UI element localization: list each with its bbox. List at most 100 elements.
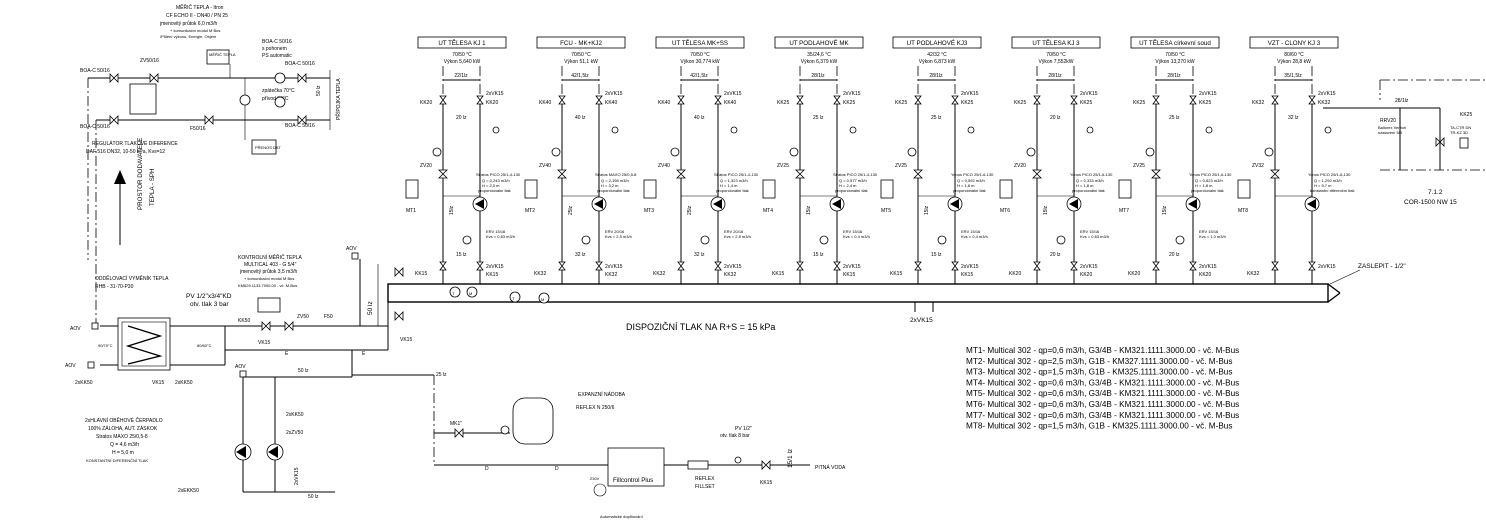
- zone-valve-icon: [1270, 169, 1280, 179]
- ball-valve-icon: [595, 261, 603, 271]
- zone-pump-h: H = 1,8 m: [1195, 183, 1213, 188]
- svg-text:+ komunikační modul M Bus: + komunikační modul M Bus: [244, 276, 294, 281]
- zone-pump: Yonos PICO 25/1-6-130: [1308, 172, 1351, 177]
- svg-text:PV 1/2"x3/4"KD: PV 1/2"x3/4"KD: [186, 293, 232, 300]
- zone-bottom-kk-left: KK15: [772, 271, 784, 277]
- meter-spec-line: MT3- Multical 302 - qp=1,5 m3/h, G1B - K…: [966, 368, 1232, 377]
- meter-spec-line: MT2- Multical 302 - qp=2,5 m3/h, G1B - K…: [966, 357, 1232, 366]
- zone-valve-label: ZV40: [539, 163, 551, 169]
- zone-erv-kvs: Kvs = 0,63 m3/h: [1080, 234, 1109, 239]
- erv-icon: [1056, 235, 1066, 245]
- svg-text:2xKK50: 2xKK50: [175, 380, 193, 386]
- erv-icon: [700, 235, 710, 245]
- zone-kk-right: KK25: [961, 100, 973, 106]
- zone-bottom-riser: 32 lz: [575, 252, 586, 258]
- zone-kk-right: KK40: [724, 100, 736, 106]
- zone-pump-note: proporcionální tlak: [835, 188, 868, 193]
- svg-text:50 lz: 50 lz: [316, 85, 322, 96]
- heat-meter-box: [405, 179, 419, 199]
- zone-valve-label: ZV25: [777, 163, 789, 169]
- zone-kk-right: KK32: [1318, 100, 1330, 106]
- ball-valve-icon: [796, 95, 804, 105]
- thermometer-icon: [611, 126, 619, 134]
- zone-temp: 80/60 °C: [1284, 52, 1304, 58]
- svg-text:PV 1/2": PV 1/2": [735, 426, 752, 432]
- ball-valve-icon: [1189, 261, 1197, 271]
- heat-meter-box: [880, 179, 894, 199]
- ball-valve-icon: [677, 95, 685, 105]
- svg-text:TA-CTR DN: TA-CTR DN: [1450, 125, 1471, 130]
- zone-pump: Yonos PICO 25/1-6-130: [1189, 172, 1232, 177]
- svg-text:přívod 80°C: přívod 80°C: [262, 96, 289, 102]
- svg-text:Automatické doplňování: Automatické doplňování: [600, 514, 644, 519]
- ball-valve-icon: [677, 261, 685, 271]
- svg-text:BOA-C 50/16: BOA-C 50/16: [262, 39, 292, 45]
- ball-valve-icon: [951, 261, 959, 271]
- ball-valve-icon: [1152, 95, 1160, 105]
- zone-temp: 42/32 °C: [927, 52, 947, 58]
- zone-power: Výkon 28,8 kW: [1277, 59, 1311, 65]
- zone-valve-label: ZV40: [658, 163, 670, 169]
- svg-text:REFLEX N 250/6: REFLEX N 250/6: [576, 405, 615, 411]
- ball-valve-icon: [439, 95, 447, 105]
- zone-valves: 2xVK15: [843, 91, 861, 97]
- svg-text:2xZV50: 2xZV50: [286, 430, 303, 436]
- zone-pump-note: konstantní diferenční tlak: [1310, 188, 1354, 193]
- zone-erv-kvs: Kvs = 2,5 m3/h: [724, 234, 751, 239]
- zone-title-box: [892, 36, 982, 49]
- zone-title-box: [774, 36, 864, 49]
- heat-exchanger-title: ODDĚLOVACÍ VÝMĚNÍK TEPLA: [95, 274, 169, 282]
- svg-text:TEPLA - SPH: TEPLA - SPH: [149, 169, 156, 206]
- zone-pump-h: H = 2,4 m: [839, 183, 857, 188]
- svg-text:F50/16: F50/16: [190, 126, 206, 132]
- zone-erv: ERV 15/16: [1080, 229, 1100, 234]
- zone-bottom-kk-right: KK15: [961, 272, 973, 278]
- svg-text:KK15: KK15: [760, 480, 772, 486]
- zone-bottom-kk-left: KK32: [653, 271, 665, 277]
- svg-text:jmenovitý průtok 3,5 m3/h: jmenovitý průtok 3,5 m3/h: [239, 268, 297, 275]
- main-header: T M T M 2xVK15 DISPOZIČNÍ TLAK NA R+S = …: [387, 263, 1406, 332]
- heat-meter-box: [524, 179, 538, 199]
- svg-text:D: D: [485, 466, 489, 472]
- supply-label: PŘÍPOJKA TEPLA: [334, 78, 342, 120]
- zone-flow: 42/1,5lz: [690, 73, 708, 79]
- zone-temp: 70/50 °C: [1165, 52, 1185, 58]
- zone-side-pipe: 15lz: [1043, 205, 1049, 215]
- zone-flow: 42/1,5lz: [571, 73, 589, 79]
- zone-riser-dim: 25 lz: [813, 115, 824, 121]
- pump-arrow-icon: [1188, 199, 1197, 209]
- zone-kk-left: KK25: [1133, 100, 1145, 106]
- zone-bottom-kk-right: KK15: [843, 272, 855, 278]
- zone-pump-q: Q = 0,623 m3/h: [1195, 178, 1223, 183]
- manometer-icon: [466, 286, 478, 298]
- zone-bottom-riser: 15 lz: [813, 252, 824, 258]
- zone-valve-icon: [1151, 169, 1161, 179]
- zone-kk-left: KK32: [1252, 100, 1264, 106]
- svg-text:28/1lz: 28/1lz: [1395, 98, 1409, 104]
- zone-bottom-kk-left: KK20: [1128, 271, 1140, 277]
- svg-text:Ballorex Venturi: Ballorex Venturi: [1378, 125, 1406, 130]
- svg-text:ZV50: ZV50: [297, 314, 309, 320]
- thermometer-icon: [1205, 126, 1213, 134]
- svg-text:BOA-C 50/16: BOA-C 50/16: [80, 68, 110, 74]
- zone-riser-dim: 25 lz: [931, 115, 942, 121]
- zone-pump-h: H = 1,4 m: [720, 183, 738, 188]
- zone-power: Výkon 7,552kW: [1038, 59, 1073, 65]
- svg-text:T: T: [512, 296, 515, 301]
- zone-title-box: [1011, 36, 1101, 49]
- erv-icon: [462, 235, 472, 245]
- zone-kk-right: KK25: [1199, 100, 1211, 106]
- zone-valve-icon: [438, 169, 448, 179]
- zone-kk-right: KK25: [1080, 100, 1092, 106]
- zone-title: FCU - MK+KJ2: [560, 40, 602, 47]
- manometer-icon: [538, 292, 550, 304]
- actuator-icon: [1026, 147, 1036, 157]
- zone-valve-icon: [795, 169, 805, 179]
- zone-flow: 28/1lz: [929, 73, 943, 79]
- supply-station: MĚŘIČ TEPLA - Itron CF ECHO II - DN40 / …: [65, 3, 412, 500]
- svg-text:H = 5,0 m: H = 5,0 m: [112, 450, 134, 456]
- zone-flow: 28/1lz: [1167, 73, 1181, 79]
